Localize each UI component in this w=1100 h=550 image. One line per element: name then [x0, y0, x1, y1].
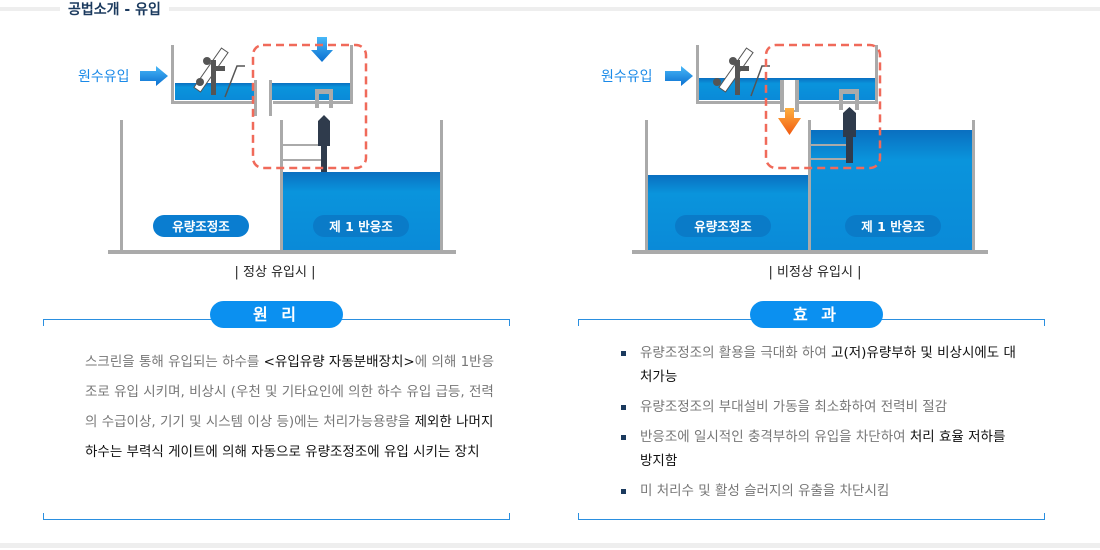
text-segment-bold: <유입유량 자동분배장치> [263, 354, 415, 370]
list-item: 유량조정조의 부대설비 가동을 최소화하여 전력비 절감 [620, 395, 1020, 419]
list-item: 반응조에 일시적인 충격부하의 유입을 차단하여 처리 효율 저하를 방지함 [620, 425, 1020, 473]
item-text-bold: 고(저)유량부하 및 비상시에도 대처가능 [640, 345, 1016, 385]
down-arrow-icon [311, 37, 333, 62]
tank-label-flow: 유량조정조 [172, 219, 230, 234]
outlet-cup [315, 89, 333, 108]
item-text: 유량조정조의 부대설비 가동을 최소화하여 전력비 절감 [640, 399, 948, 415]
reactor-water [283, 172, 440, 250]
inflow-arrow-icon [140, 66, 168, 86]
float-gate-icon [318, 115, 330, 172]
inflow-arrow-icon [665, 66, 693, 86]
highlight-box [764, 43, 882, 170]
principle-title: 원 리 [210, 301, 343, 328]
text-segment: 스크린을 통해 유입되는 하수를 [85, 354, 264, 370]
effect-panel: 효 과 유량조정조의 활용을 극대화 하여 고(저)유량부하 및 비상시에도 대… [578, 301, 1045, 520]
screen-icon [713, 47, 770, 97]
inflow-label: 원수유입 [78, 69, 130, 85]
item-text: 유량조정조의 활용을 극대화 하여 [640, 345, 832, 361]
diagram-abnormal: 원수유입 유량조정조 제 1 반응조 | 비정상 유입시 | [601, 43, 988, 280]
diagram-caption: | 비정상 유입시 | [769, 265, 862, 280]
flow-tank-water [648, 175, 808, 250]
outlet-cup [839, 89, 859, 110]
principle-text: 스크린을 통해 유입되는 하수를 <유입유량 자동분배장치>에 의해 1반응조로… [85, 347, 505, 467]
text-segment: 에 의해 1반응조로 유입 시키며, 비상시 (우천 및 기타요인에 의한 하수… [85, 354, 495, 430]
text-segment-bold: 제외한 나머지 하수는 부력식 게이트에 의해 자동으로 유량조정조에 유입 시… [85, 414, 494, 460]
item-text: 미 처리수 및 활성 슬러지의 유출을 차단시킴 [640, 483, 890, 499]
tank-label-reactor: 제 1 반응조 [861, 219, 925, 234]
page-title: 공법소개 - 유입 [60, 0, 169, 20]
flow-diagrams: 원수유입 유량조정조 제 1 반응조 | 정상 유입시 | 원수유입 [78, 37, 988, 280]
effect-list: 유량조정조의 활용을 극대화 하여 고(저)유량부하 및 비상시에도 대처가능 … [620, 341, 1020, 509]
principle-panel: 원 리 스크린을 통해 유입되는 하수를 <유입유량 자동분배장치>에 의해 1… [43, 301, 510, 520]
item-text: 반응조에 일시적인 충격부하의 유입을 차단하여 [640, 429, 910, 445]
effect-title: 효 과 [750, 301, 883, 328]
screen-icon [193, 47, 245, 98]
inflow-label: 원수유입 [601, 69, 653, 85]
top-divider [0, 7, 1100, 11]
diagram-normal: 원수유입 유량조정조 제 1 반응조 | 정상 유입시 | [78, 37, 456, 280]
tank-label-pill [153, 215, 249, 237]
highlight-box [251, 43, 368, 170]
tank-label-flow: 유량조정조 [694, 219, 752, 234]
overflow-arrow-icon [778, 108, 801, 135]
tank-label-reactor: 제 1 반응조 [329, 219, 393, 234]
item-text-bold: 처리 효율 저하를 방지함 [640, 429, 1006, 469]
list-item: 미 처리수 및 활성 슬러지의 유출을 차단시킴 [620, 479, 1020, 503]
bottom-divider [0, 543, 1100, 548]
diagram-caption: | 정상 유입시 | [235, 265, 316, 280]
float-gate-icon [843, 107, 856, 163]
list-item: 유량조정조의 활용을 극대화 하여 고(저)유량부하 및 비상시에도 대처가능 [620, 341, 1020, 389]
